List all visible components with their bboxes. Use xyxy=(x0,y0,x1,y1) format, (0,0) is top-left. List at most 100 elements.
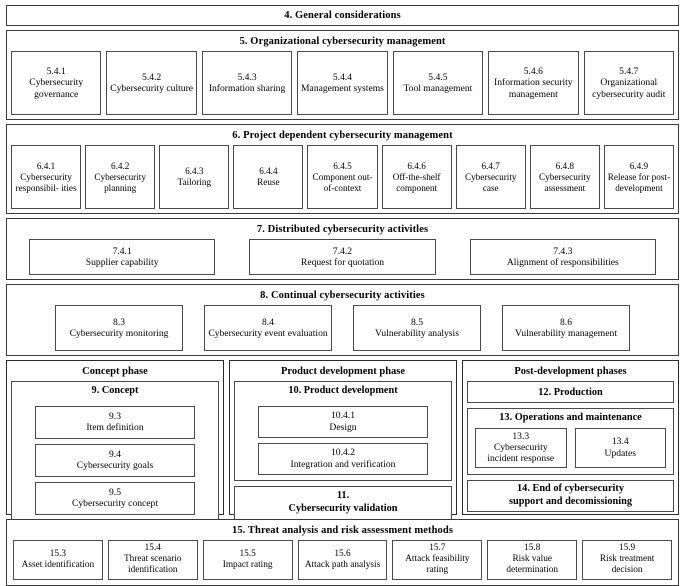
cell-label: Cybersecurity culture xyxy=(110,83,194,94)
cell-label: Tool management xyxy=(403,83,473,94)
section-15-cells: 15.3 Asset identification 15.4 Threat sc… xyxy=(11,540,674,581)
cell-6-4-1[interactable]: 6.4.1 Cybersecurity responsibil- ities xyxy=(11,145,82,209)
cell-number: 5.4.7 xyxy=(619,65,639,77)
cell-number: 10.4.2 xyxy=(331,447,355,459)
cell-label: Request for quotation xyxy=(300,257,385,268)
cell-5-4-6[interactable]: 5.4.6 Information security management xyxy=(488,51,579,115)
cell-10-4-1[interactable]: 10.4.1 Design xyxy=(258,405,428,438)
cell-label: Cybersecurity case xyxy=(464,171,517,193)
cell-7-4-3[interactable]: 7.4.3 Alignment of responsibilities xyxy=(469,239,656,275)
cell-13-4[interactable]: 13.4 Updates xyxy=(574,427,666,468)
cell-8-4[interactable]: 8.4 Cybersecurity event evaluation xyxy=(204,305,332,351)
cell-13-3[interactable]: 13.3 Cybersecurity incident response xyxy=(475,427,567,468)
group-title-10: 10. Product development xyxy=(288,385,398,396)
cell-number: 5.4.2 xyxy=(142,71,162,83)
cell-6-4-2[interactable]: 6.4.2 Cybersecurity planning xyxy=(85,145,156,209)
cell-label: Component out-of-context xyxy=(312,171,373,193)
section-project-dependent-cybersecurity-management: 6. Project dependent cybersecurity manag… xyxy=(6,124,679,214)
cell-label: Integration and verification xyxy=(290,458,396,470)
cell-label: Off-the-shelf component xyxy=(392,171,441,193)
section-title-7: 7. Distributed cybersecurity activitles xyxy=(256,224,429,235)
cell-5-4-4[interactable]: 5.4.4 Management systems xyxy=(297,51,388,115)
cell-7-4-2[interactable]: 7.4.2 Request for quotation xyxy=(249,239,436,275)
cell-number: 15.4 xyxy=(144,543,161,553)
cell-number: 5.4.5 xyxy=(428,71,448,83)
cell-5-4-5[interactable]: 5.4.5 Tool management xyxy=(392,51,484,115)
cell-8-3[interactable]: 8.3 Cybersecurity monitoring xyxy=(55,305,183,351)
section-title-5: 5. Organizational cybersecurity manageme… xyxy=(239,36,446,47)
group-title-13: 13. Operations and maintenance xyxy=(499,412,642,423)
phase-title-concept: Concept phase xyxy=(82,366,148,377)
group-product-development: 10. Product development 10.4.1 Design 10… xyxy=(234,381,452,481)
cell-5-4-3[interactable]: 5.4.3 Information sharing xyxy=(201,51,293,115)
cell-number: 11. xyxy=(336,490,350,502)
cell-label: Design xyxy=(329,421,357,433)
cell-12-production[interactable]: 12. Production xyxy=(467,381,674,403)
cell-8-5[interactable]: 8.5 Vulnerability analysis xyxy=(353,305,481,351)
cell-label: Cybersecurity incident response xyxy=(487,441,555,465)
cell-label: Management systems xyxy=(301,83,384,94)
cell-number: 15.6 xyxy=(334,548,351,559)
cell-label: Cybersecurity goals xyxy=(76,460,154,471)
cell-6-4-9[interactable]: 6.4.9 Release for post- development xyxy=(603,145,674,209)
cell-14-end-of-cybersecurity-support[interactable]: 14. End of cybersecurity support and dec… xyxy=(467,479,674,512)
section-7-cells: 7.4.1 Supplier capability 7.4.2 Request … xyxy=(11,239,674,275)
cell-label: Cybersecurity responsibil- ities xyxy=(15,171,77,193)
cell-10-4-2[interactable]: 10.4.2 Integration and verification xyxy=(258,442,428,475)
cell-number: 15.5 xyxy=(239,548,256,559)
cell-number: 5.4.1 xyxy=(46,65,66,77)
cell-label: Cybersecurity concept xyxy=(71,498,159,509)
section-6-cells: 6.4.1 Cybersecurity responsibil- ities 6… xyxy=(11,145,674,209)
section-title-6: 6. Project dependent cybersecurity manag… xyxy=(232,130,453,141)
cell-11-cybersecurity-validation[interactable]: 11. Cybersecurity validation xyxy=(234,485,452,520)
cell-label: Cybersecurity event evaluation xyxy=(208,328,328,339)
cell-label: Risk treatment decision xyxy=(599,554,655,576)
cell-5-4-2[interactable]: 5.4.2 Cybersecurity culture xyxy=(106,51,197,115)
cell-8-6[interactable]: 8.6 Vulnerability management xyxy=(502,305,630,351)
cell-label: Vulnerability analysis xyxy=(375,328,459,339)
cell-number: 9.3 xyxy=(109,410,121,422)
cell-5-4-7[interactable]: 5.4.7 Organizational cybersecurity audit xyxy=(583,51,674,115)
cell-label: Impact rating xyxy=(222,559,273,570)
cell-6-4-6[interactable]: 6.4.6 Off-the-shelf component xyxy=(381,145,452,209)
cell-label: Cybersecurity governance xyxy=(29,77,84,100)
cell-9-5[interactable]: 9.5 Cybersecurity concept xyxy=(35,481,195,515)
section-title-4: 4. General considerations xyxy=(284,10,401,21)
post-stack: 12. Production 13. Operations and mainte… xyxy=(467,381,674,512)
cell-9-4[interactable]: 9.4 Cybersecurity goals xyxy=(35,443,195,477)
cell-label: Supplier capability xyxy=(85,257,159,268)
cell-label-line1: 14. End of cybersecurity xyxy=(517,483,624,495)
product-stack: 10. Product development 10.4.1 Design 10… xyxy=(234,381,452,520)
cell-number: 15.9 xyxy=(618,543,636,553)
cell-number: 7.4.2 xyxy=(332,245,353,257)
cell-9-3[interactable]: 9.3 Item definition xyxy=(35,405,195,439)
cell-6-4-5[interactable]: 6.4.5 Component out-of-context xyxy=(307,145,378,209)
cell-number: 13.4 xyxy=(611,436,629,448)
cell-number: 5.4.6 xyxy=(523,65,543,77)
cell-label: Release for post- development xyxy=(607,171,671,193)
cell-6-4-8[interactable]: 6.4.8 Cybersecurity assessment xyxy=(529,145,600,209)
phase-concept: Concept phase 9. Concept 9.3 Item defini… xyxy=(6,360,224,521)
cell-7-4-1[interactable]: 7.4.1 Supplier capability xyxy=(29,239,216,275)
cell-number: 6.4.5 xyxy=(333,160,352,171)
phase-post-development: Post-development phases 12. Production 1… xyxy=(462,360,679,515)
cell-label: Cybersecurity assessment xyxy=(539,171,591,193)
cell-number: 10.4.1 xyxy=(331,410,355,422)
cell-6-4-4[interactable]: 6.4.4 Reuse xyxy=(233,145,304,209)
cell-number: 7.4.3 xyxy=(553,245,573,257)
cybersecurity-framework-diagram: 4. General considerations 5. Organizatio… xyxy=(6,5,679,586)
cell-label: Information sharing xyxy=(208,83,286,94)
cell-number: 6.4.4 xyxy=(259,166,278,176)
cell-6-4-7[interactable]: 6.4.7 Cybersecurity case xyxy=(455,145,526,209)
group-title-9: 9. Concept xyxy=(91,385,139,396)
cell-number: 6.4.1 xyxy=(36,160,56,171)
cell-number: 9.5 xyxy=(109,486,121,498)
section-5-cells: 5.4.1 Cybersecurity governance 5.4.2 Cyb… xyxy=(11,51,674,115)
cell-number: 15.8 xyxy=(524,543,541,553)
cell-5-4-1[interactable]: 5.4.1 Cybersecurity governance xyxy=(11,51,102,115)
cell-label: Cybersecurity validation xyxy=(288,502,398,514)
cell-number: 8.4 xyxy=(262,316,274,328)
cell-label: Alignment of responsibilities xyxy=(506,257,619,268)
cell-6-4-3[interactable]: 6.4.3 Tailoring xyxy=(159,145,230,209)
cell-label: Organizational cybersecurity audit xyxy=(592,77,666,100)
